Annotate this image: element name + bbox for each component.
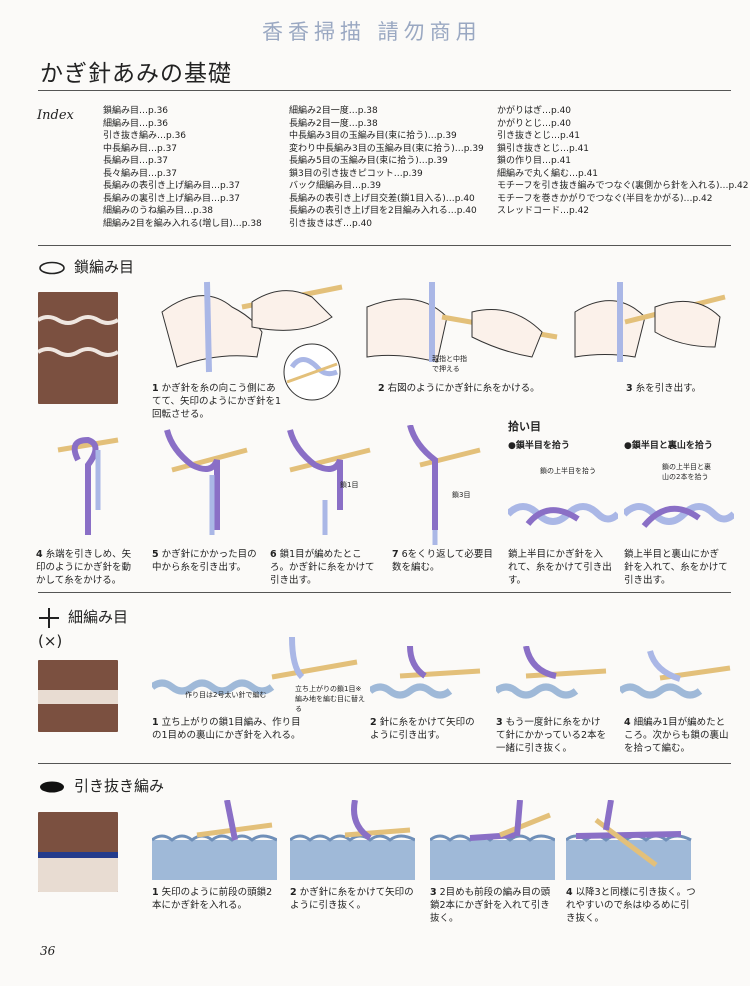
section-slip-title: 引き抜き編み (38, 775, 164, 796)
sc-step3-illustration (496, 646, 607, 699)
index-entry: 細編みで丸く編む…p.41 (497, 168, 599, 179)
chain-title-text: 鎖編み目 (74, 258, 135, 276)
sc-title-text: 細編み目 (68, 608, 129, 626)
chain-step7-label: 鎖3目 (452, 491, 471, 499)
index-entry: バック細編み目…p.39 (289, 181, 382, 191)
slip-step2-illustration (290, 800, 415, 880)
index-entry: 長編みの表引き上げ目を2目編み入れる…p.40 (289, 206, 477, 216)
index-entry: 長編み目…p.37 (103, 156, 169, 166)
sc-label-b: 立ち上がりの鎖1目※編み地を編む目に替える (295, 685, 365, 713)
title-rule (38, 90, 731, 91)
chain-step6-label: 鎖1目 (340, 481, 359, 489)
index-entry: 長編みの表引き上げ編み目…p.37 (103, 181, 241, 191)
index-entry: モチーフを巻きかがりでつなぐ(半目をかがる)…p.42 (497, 193, 713, 204)
slip-step3-illustration (430, 800, 555, 880)
chain-step4-illustration (57, 436, 119, 535)
slip-step1-illustration (152, 800, 277, 880)
chain-step7-illustration (407, 425, 481, 545)
index-entry: 長編みの表引き上げ目交差(鎖1目入る)…p.40 (289, 193, 475, 204)
pickup-a-label: 鎖の上半目を拾う (540, 467, 596, 475)
pickup-b-illustration (624, 503, 734, 528)
section-rule-2 (38, 592, 731, 593)
index-entry: 細編み2目一度…p.38 (289, 106, 378, 116)
index-entry: 引き抜きはぎ…p.40 (289, 218, 373, 229)
index-entry: 長編み2目一度…p.38 (289, 118, 378, 129)
index-label: Index (37, 108, 74, 123)
index-column-3: かがりはぎ…p.40 かがりとじ…p.40 引き抜きとじ…p.41 鎖引き抜きとじ…p… (497, 105, 749, 218)
pickup-a-illustration (508, 503, 618, 526)
section-rule-3 (38, 763, 731, 764)
index-entry: 細編み目…p.36 (103, 118, 169, 129)
filled-oval-symbol-icon (40, 781, 64, 792)
chain-step3-illustration (574, 282, 726, 362)
pickup-b-label: 鎖の上半目と裏山の2本を拾う (662, 463, 711, 481)
pickup-b-title: ●鎖半目と裏山を拾う (624, 441, 713, 451)
index-entry: スレッドコード…p.42 (497, 206, 590, 216)
section-sc-title: 細編み目 (38, 606, 128, 629)
index-column-2: 細編み2目一度…p.38 長編み2目一度…p.38 中長編み3目の玉編み目(束に拾う… (289, 105, 484, 230)
index-column-1: 鎖編み目…p.36 細編み目…p.36 引き抜き編み…p.36 中長編み目…p.37 長… (103, 105, 262, 230)
section-rule-1 (38, 245, 731, 246)
index-entry: モチーフを引き抜き編みでつなぐ(裏側から針を入れる)…p.42 (497, 181, 749, 191)
index-entry: 長々編み目…p.37 (103, 168, 178, 179)
sc-sample-photo (38, 660, 118, 732)
index-entry: 長編み5目の玉編み目(束に拾う)…p.39 (289, 156, 448, 166)
chain-step5-illustration (164, 429, 248, 535)
sc-step2-illustration (370, 646, 481, 699)
index-entry: かがりはぎ…p.40 (497, 106, 572, 116)
pickup-a-title: ●鎖半目を拾う (508, 441, 570, 451)
page-number: 36 (40, 944, 56, 958)
index-entry: かがりとじ…p.40 (497, 118, 572, 129)
slip-step4-illustration (566, 800, 692, 880)
watermark: 香香掃描 請勿商用 (262, 20, 482, 44)
index-entry: 鎖の作り目…p.41 (497, 156, 572, 166)
plus-symbol-icon (39, 607, 59, 628)
index-entry: 鎖引き抜きとじ…p.41 (497, 143, 590, 154)
index-entry: 中長編み目…p.37 (103, 143, 178, 154)
index-entry: 鎖編み目…p.36 (103, 106, 169, 116)
page-title: かぎ針あみの基礎 (40, 61, 232, 87)
pickup-a-caption: 鎖上半目にかぎ針を入れて、糸をかけて引き出す。 (508, 549, 612, 586)
chain-step6-illustration (287, 429, 371, 535)
sc-step4-illustration (620, 650, 731, 699)
oval-symbol-icon (39, 261, 65, 274)
section-chain-title: 鎖編み目 (38, 256, 134, 277)
chain-sample-photo (38, 292, 118, 404)
index-entry: 中長編み3目の玉編み目(束に拾う)…p.39 (289, 131, 457, 141)
pickup-b-caption: 鎖上半目と裏山にかぎ針を入れて、糸をかけて引き出す。 (624, 549, 728, 586)
sc-step1-illustration (152, 636, 358, 695)
index-entry: 引き抜きとじ…p.41 (497, 131, 581, 141)
sc-label-a: 作り目は2号太い針で編む (185, 691, 267, 699)
index-entry: 長編みの裏引き上げ編み目…p.37 (103, 193, 241, 204)
slip-title-text: 引き抜き編み (74, 777, 165, 795)
chain-step2-illustration (366, 282, 558, 363)
chain-step1-illustration (161, 281, 343, 401)
slip-sample-photo (38, 812, 118, 892)
index-entry: 変わり中長編み3目の玉編み目(束に拾う)…p.39 (289, 143, 484, 154)
index-entry: 細編み2目を編み入れる(増し目)…p.38 (103, 218, 262, 229)
pickup-title: 拾い目 (508, 420, 541, 433)
chain-step2-note: 親指と中指で押える (432, 355, 467, 373)
index-entry: 鎖3目の引き抜きピコット…p.39 (289, 168, 423, 179)
index-entry: 引き抜き編み…p.36 (103, 131, 187, 141)
sc-subtitle: (×) (38, 632, 63, 650)
index-entry: 細編みのうね編み目…p.38 (103, 206, 214, 216)
